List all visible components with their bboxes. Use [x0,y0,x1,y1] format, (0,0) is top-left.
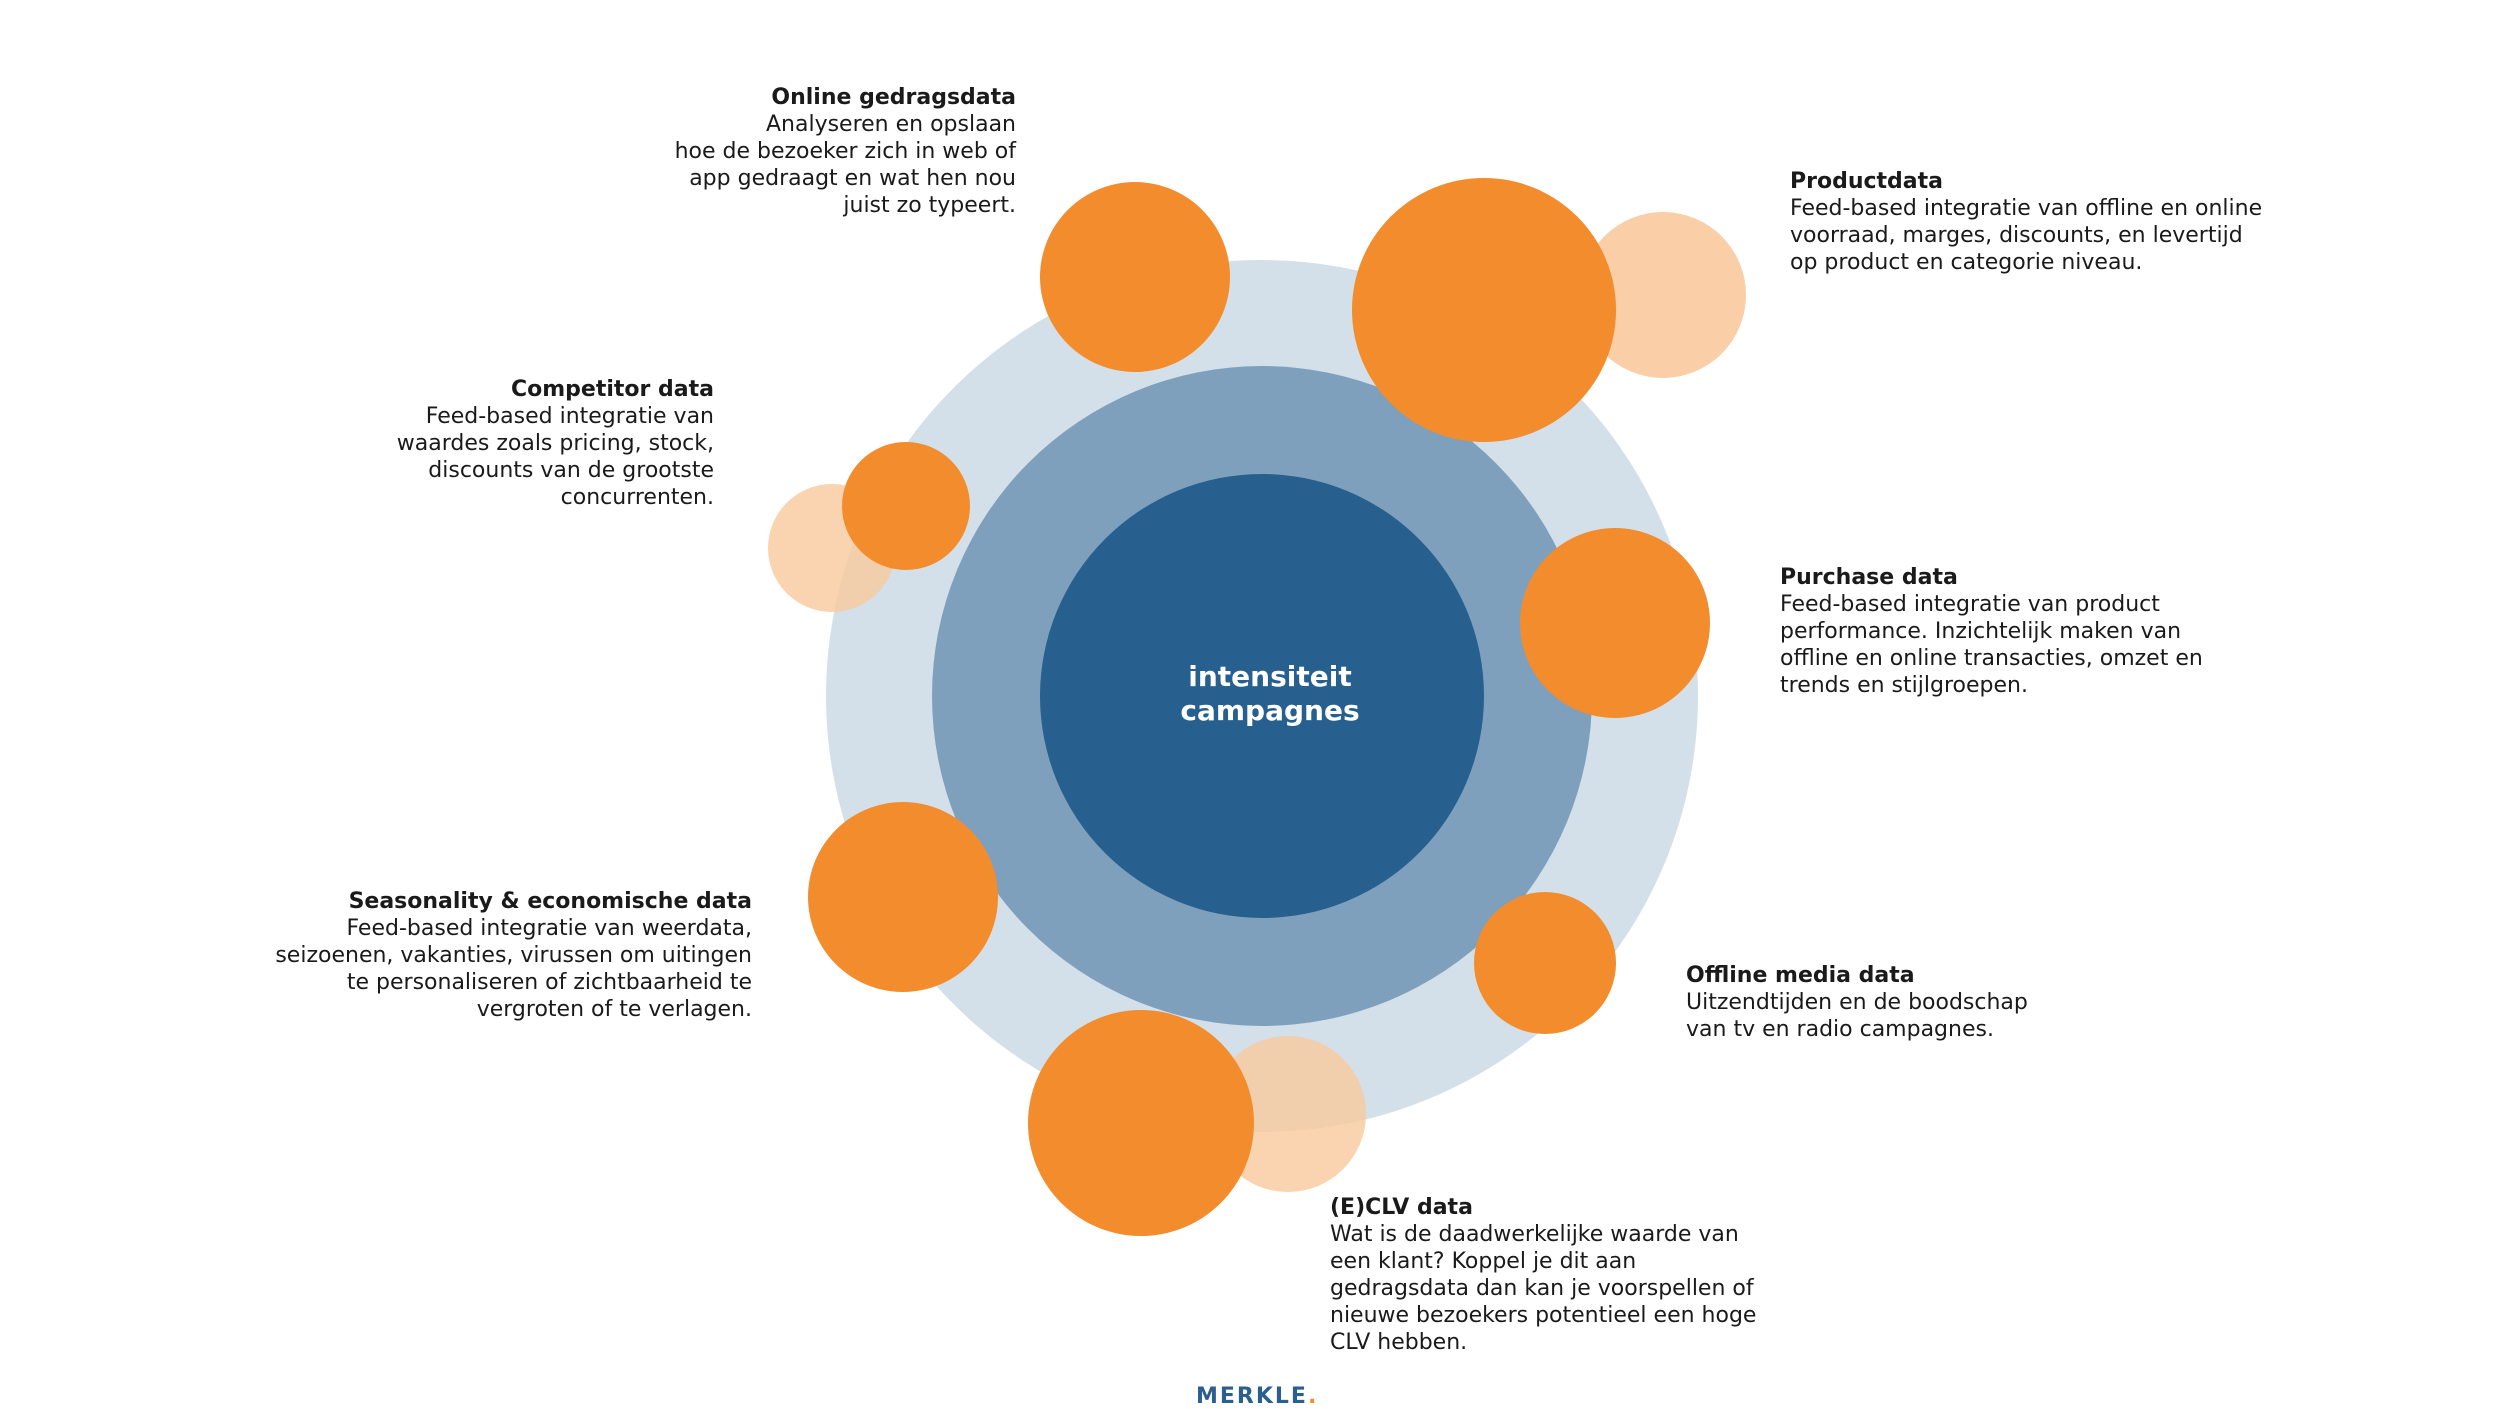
offline-bubble [1474,892,1616,1034]
purchase-title: Purchase data [1780,565,1958,590]
product-label: Productdata Feed-based integratie van of… [1790,168,2310,276]
offline-title: Offline media data [1686,963,1915,988]
product-bubble [1352,178,1616,442]
seasonality-bubble [808,802,998,992]
eclv-desc: Wat is de daadwerkelijke waarde van een … [1330,1222,1757,1355]
center-label: intensiteit campagnes [1180,660,1360,727]
product-desc: Feed-based integratie van offline en onl… [1790,196,2263,275]
competitor-label: Competitor data Feed-based integratie va… [294,376,714,511]
purchase-bubble [1520,528,1710,718]
logo-mark: . [1307,1384,1319,1409]
product-title: Productdata [1790,169,1944,194]
competitor-bubble [842,442,970,570]
inner-core [1040,474,1484,918]
eclv-bubble [1028,1010,1254,1236]
purchase-desc: Feed-based integratie van product perfor… [1780,592,2203,698]
eclv-title: (E)CLV data [1330,1195,1473,1220]
competitor-title: Competitor data [510,377,714,402]
online-desc: Analyseren en opslaan hoe de bezoeker zi… [674,112,1016,218]
seasonality-title: Seasonality & economische data [348,889,752,914]
offline-label: Offline media data Uitzendtijden en de b… [1686,962,2146,1043]
eclv-label: (E)CLV data Wat is de daadwerkelijke waa… [1330,1194,1810,1356]
online-title: Online gedragsdata [771,85,1016,110]
merkle-logo: MERKLE. [1196,1384,1318,1409]
offline-desc: Uitzendtijden en de boodschap van tv en … [1686,990,2028,1042]
seasonality-label: Seasonality & economische data Feed-base… [192,888,752,1023]
seasonality-desc: Feed-based integratie van weerdata, seiz… [275,916,752,1022]
online-label: Online gedragsdata Analyseren en opslaan… [536,84,1016,219]
online-bubble [1040,182,1230,372]
competitor-desc: Feed-based integratie van waardes zoals … [396,404,714,510]
logo-text: MERKLE [1196,1384,1308,1409]
purchase-label: Purchase data Feed-based integratie van … [1780,564,2260,699]
